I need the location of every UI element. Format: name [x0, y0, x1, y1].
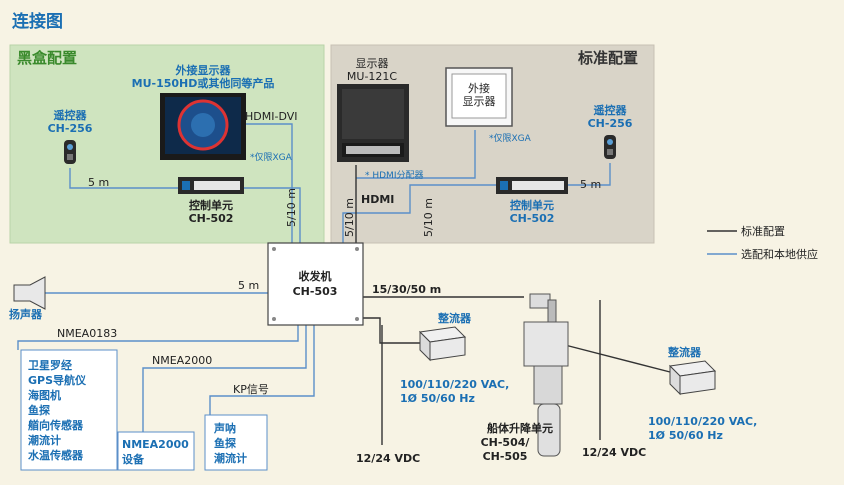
sensor-item: GPS导航仪	[28, 373, 87, 387]
control-right-device	[496, 177, 568, 194]
display-main-line2: MU-121C	[347, 70, 398, 83]
vdc-right: 12/24 VDC	[582, 446, 646, 459]
sensor-item: 鱼探	[28, 403, 51, 417]
label-hdmi-dvi: HDMI-DVI	[245, 110, 298, 123]
remote-right-line1: 遥控器	[594, 103, 628, 117]
kp-item: 潮流计	[214, 451, 247, 465]
standard-cables	[355, 165, 671, 445]
rectifier-left-icon	[418, 326, 467, 362]
optional-cables	[17, 123, 611, 432]
label-510-left: 5/10 m	[285, 188, 298, 227]
remote-left-line2: CH-256	[48, 122, 93, 135]
hull-unit-line1: 船体升降单元	[487, 421, 553, 435]
display-main-image	[337, 84, 409, 162]
ext-display-left-image	[160, 93, 246, 160]
sensor-item: 水温传感器	[28, 448, 84, 462]
label-hdmi: HDMI	[361, 193, 394, 206]
label-510-right: 5/10 m	[422, 198, 435, 237]
rectifier-left-spec2: 1Ø 50/60 Hz	[400, 392, 475, 405]
ext-display-right-image	[445, 67, 513, 127]
label-nmea0183: NMEA0183	[57, 327, 117, 340]
hull-unit-image	[523, 293, 569, 457]
remote-left-icon	[64, 140, 76, 164]
control-left-line2: CH-502	[189, 212, 234, 225]
sensor-item: 卫星罗经	[28, 358, 72, 372]
rectifier-right-spec1: 100/110/220 VAC,	[648, 415, 757, 428]
rectifier-right-label: 整流器	[667, 345, 702, 359]
label-510-mid: 5/10 m	[343, 198, 356, 237]
legend-standard-label: 标准配置	[741, 224, 785, 238]
sensor-item: 艏向传感器	[27, 418, 84, 432]
ext-display-right-line1: 外接	[468, 82, 490, 95]
kp-item: 鱼探	[214, 436, 237, 450]
label-nmea2000: NMEA2000	[152, 354, 212, 367]
hull-unit-line3: CH-505	[483, 450, 528, 463]
nmea2000-item: 设备	[122, 452, 145, 466]
label-kp: KP信号	[233, 383, 269, 396]
legend-optional-label: 选配和本地供应	[741, 247, 818, 261]
label-5m-speaker: 5 m	[238, 279, 259, 292]
remote-right-line2: CH-256	[588, 117, 633, 130]
nmea2000-item: NMEA2000	[122, 438, 189, 451]
rectifier-left-spec1: 100/110/220 VAC,	[400, 378, 509, 391]
standard-title: 标准配置	[577, 49, 638, 67]
rectifier-right-spec2: 1Ø 50/60 Hz	[648, 429, 723, 442]
label-hdmi-splitter: * HDMI分配器	[365, 170, 423, 181]
page-title: 连接图	[12, 11, 63, 32]
ext-display-right-note: *仅限XGA	[489, 132, 532, 144]
remote-right-icon	[604, 135, 616, 159]
label-5m-left: 5 m	[88, 176, 109, 189]
display-main-line1: 显示器	[356, 57, 389, 70]
control-left-line1: 控制单元	[189, 198, 233, 212]
control-right-line2: CH-502	[510, 212, 555, 225]
sensor-item: 海图机	[28, 388, 61, 402]
control-left-device	[178, 177, 244, 194]
sensors-box	[20, 349, 118, 471]
speaker-label: 扬声器	[9, 307, 43, 321]
ext-display-left-note: *仅限XGA	[250, 151, 293, 163]
transceiver-box	[267, 242, 364, 326]
kp-item: 声呐	[213, 421, 236, 435]
rectifier-right-icon	[668, 360, 717, 396]
kp-box	[204, 414, 268, 471]
rectifier-left-label: 整流器	[437, 311, 472, 325]
control-right-line1: 控制单元	[510, 198, 554, 212]
ext-display-right-line2: 显示器	[463, 95, 496, 108]
ext-display-left-line1: 外接显示器	[175, 63, 232, 77]
hull-unit-line2: CH-504/	[481, 436, 531, 449]
vdc-left: 12/24 VDC	[356, 452, 420, 465]
transceiver-line2: CH-503	[293, 285, 338, 298]
ext-display-left-line2: MU-150HD或其他同等产品	[132, 76, 275, 90]
sensor-item: 潮流计	[28, 433, 61, 447]
blackbox-title: 黑盒配置	[17, 49, 77, 67]
speaker-icon	[13, 276, 46, 310]
label-153050: 15/30/50 m	[372, 283, 441, 296]
nmea2000-box	[117, 431, 195, 471]
remote-left-line1: 遥控器	[54, 108, 88, 122]
label-5m-right: 5 m	[580, 178, 601, 191]
transceiver-line1: 收发机	[299, 269, 332, 283]
